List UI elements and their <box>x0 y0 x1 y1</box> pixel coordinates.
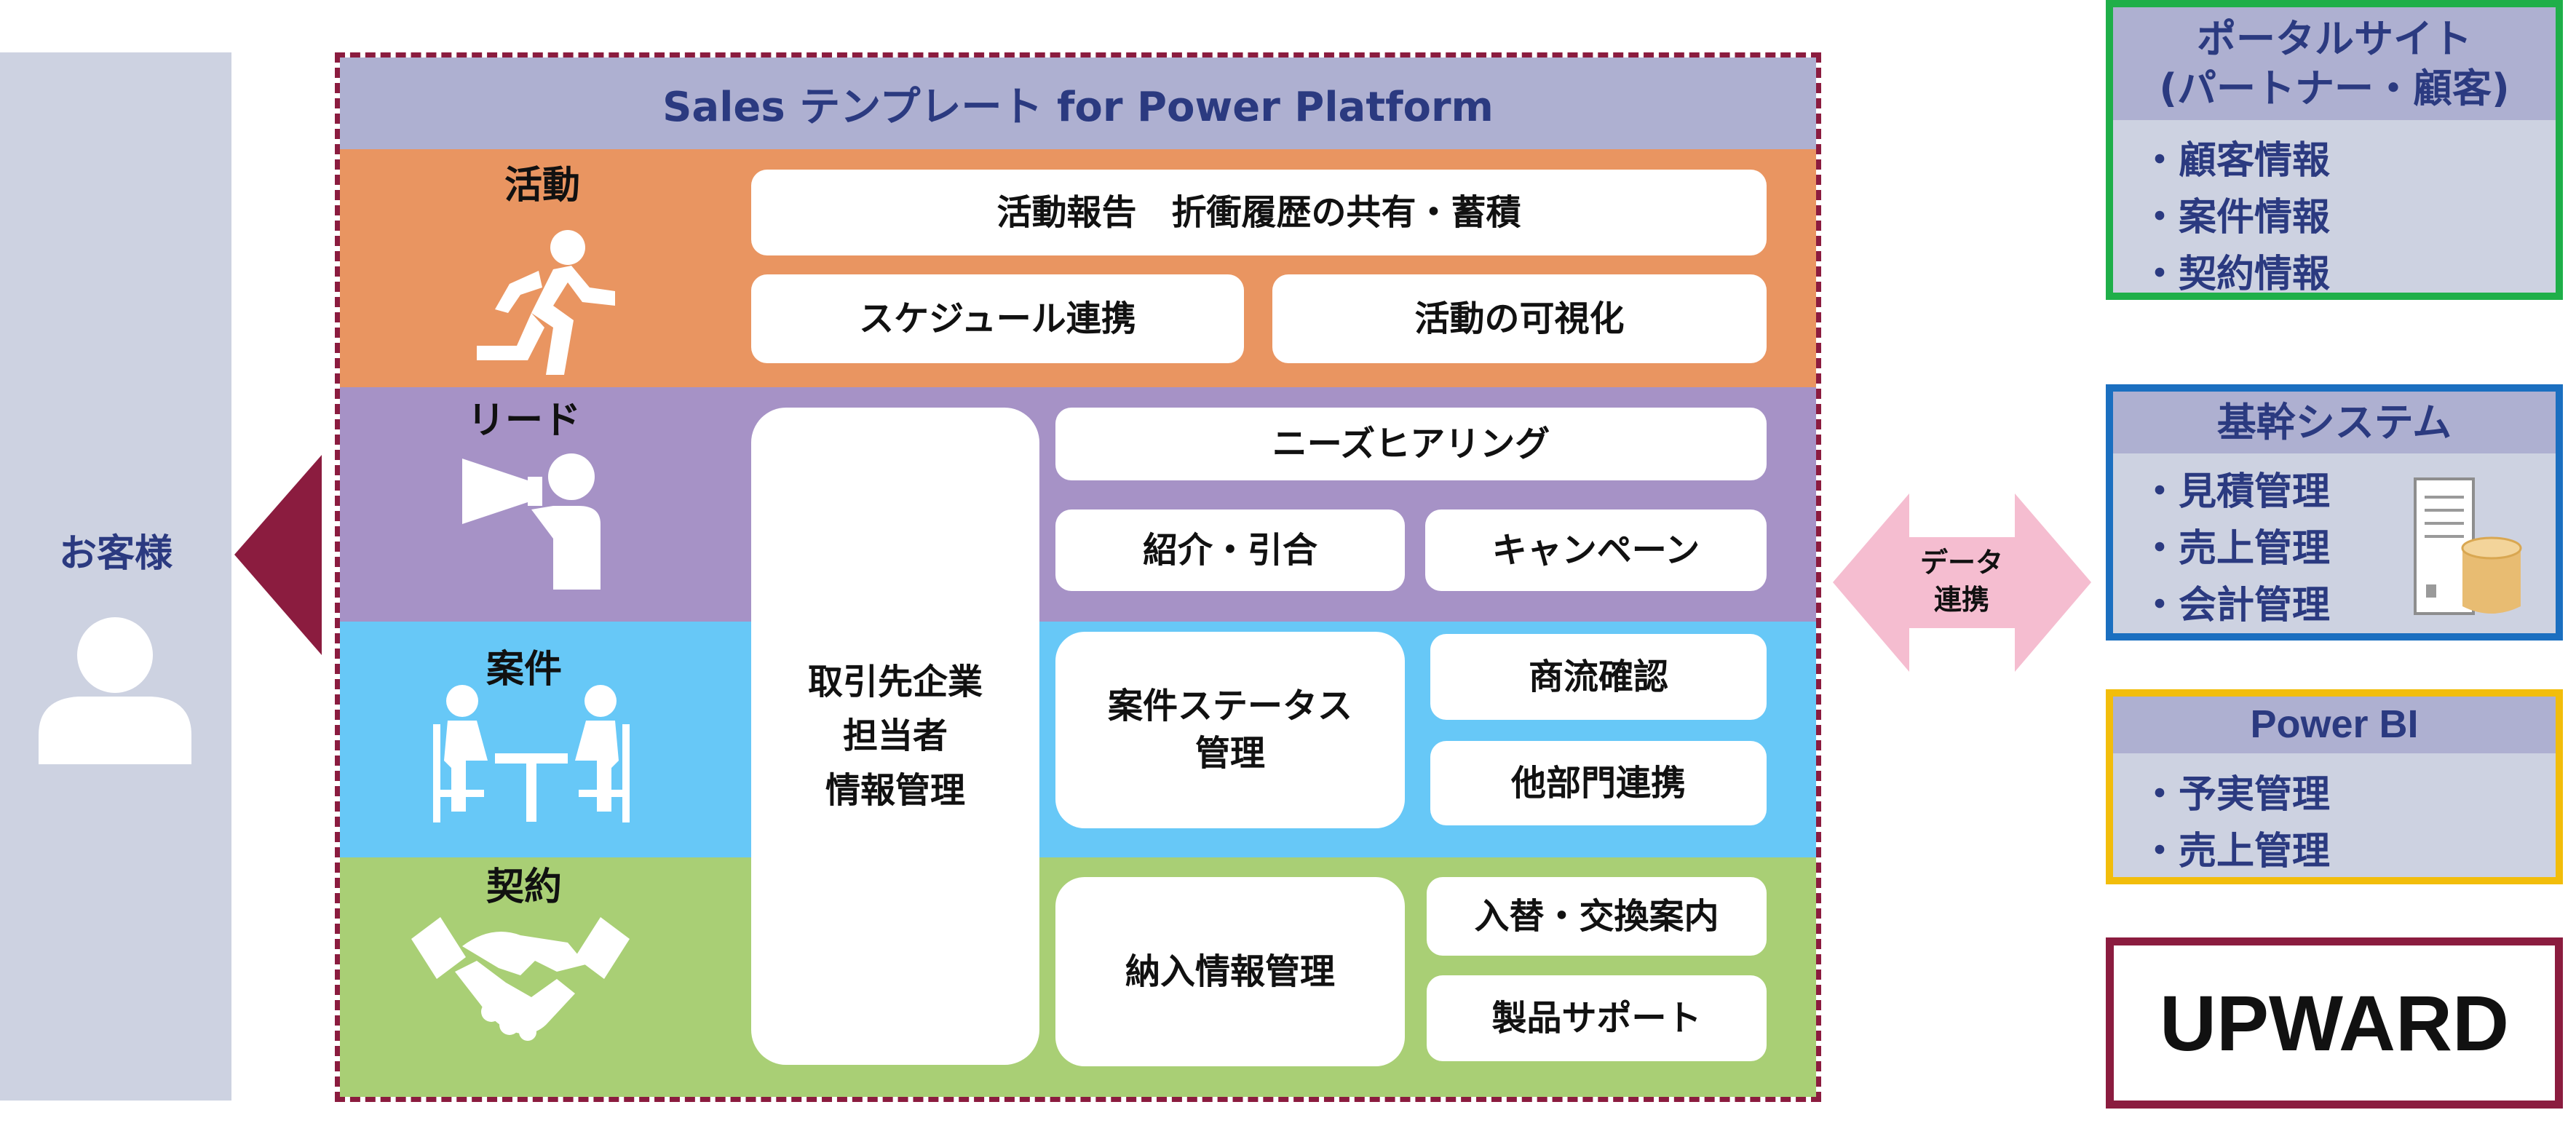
portal-site-panel: ポータルサイト (パートナー・顧客) ・顧客情報 ・案件情報 ・契約情報 <box>2106 0 2563 300</box>
customer-column <box>0 52 231 1101</box>
megaphone-person-icon <box>462 453 601 590</box>
portal-site-title: ポータルサイト (パートナー・顧客) <box>2113 7 2556 120</box>
band-label-activity: 活動 <box>504 164 580 207</box>
delivery-info-management-item: 納入情報管理 <box>1055 877 1405 1066</box>
referral-inquiry-item: 紹介・引合 <box>1055 509 1405 591</box>
bi-item: ・売上管理 <box>2141 830 2331 873</box>
case-status-management-item: 案件ステータス 管理 <box>1055 632 1405 828</box>
customer-label: お客様 <box>58 531 173 576</box>
person-icon <box>39 617 191 764</box>
flow-arrow-left-icon <box>234 455 322 655</box>
campaign-item: キャンペーン <box>1425 509 1767 591</box>
portal-item: ・契約情報 <box>2141 253 2331 296</box>
band-label-case: 案件 <box>486 648 562 691</box>
bi-item: ・予実管理 <box>2141 773 2331 817</box>
meeting-table-icon <box>433 685 630 822</box>
replacement-guide-item: 入替・交換案内 <box>1427 877 1767 956</box>
power-bi-panel: Power BI ・予実管理 ・売上管理 <box>2106 689 2563 884</box>
product-support-item: 製品サポート <box>1427 975 1767 1061</box>
core-system-title: 基幹システム <box>2113 392 2556 453</box>
activity-report-item: 活動報告 折衝履歴の共有・蓄積 <box>751 170 1767 255</box>
data-sync-label: データ 連携 <box>1919 547 2003 616</box>
server-database-icon <box>2414 477 2522 615</box>
needs-hearing-item: ニーズヒアリング <box>1055 408 1767 480</box>
portal-item: ・案件情報 <box>2141 196 2331 239</box>
band-label-contract: 契約 <box>486 865 562 909</box>
account-contact-info-block: 取引先企業 担当者 情報管理 <box>751 408 1039 1065</box>
power-bi-title: Power BI <box>2113 697 2556 753</box>
handshake-icon <box>411 917 630 1041</box>
trade-flow-check-item: 商流確認 <box>1430 634 1767 720</box>
data-sync-double-arrow-icon <box>1833 493 2091 672</box>
running-person-icon <box>477 230 615 375</box>
platform-frame <box>335 52 1821 1102</box>
core-system-panel: 基幹システム ・見積管理 ・売上管理 ・会計管理 <box>2106 384 2563 641</box>
portal-item: ・顧客情報 <box>2141 139 2331 183</box>
core-item: ・会計管理 <box>2141 584 2331 627</box>
core-item: ・売上管理 <box>2141 527 2331 571</box>
schedule-sync-item: スケジュール連携 <box>751 274 1244 363</box>
activity-visualization-item: 活動の可視化 <box>1272 274 1767 363</box>
upward-logo-box: UPWARD <box>2106 937 2563 1109</box>
platform-title: Sales テンプレート for Power Platform <box>340 58 1816 149</box>
core-item: ・見積管理 <box>2141 470 2331 514</box>
cross-department-item: 他部門連携 <box>1430 741 1767 825</box>
band-label-lead: リード <box>467 399 581 443</box>
